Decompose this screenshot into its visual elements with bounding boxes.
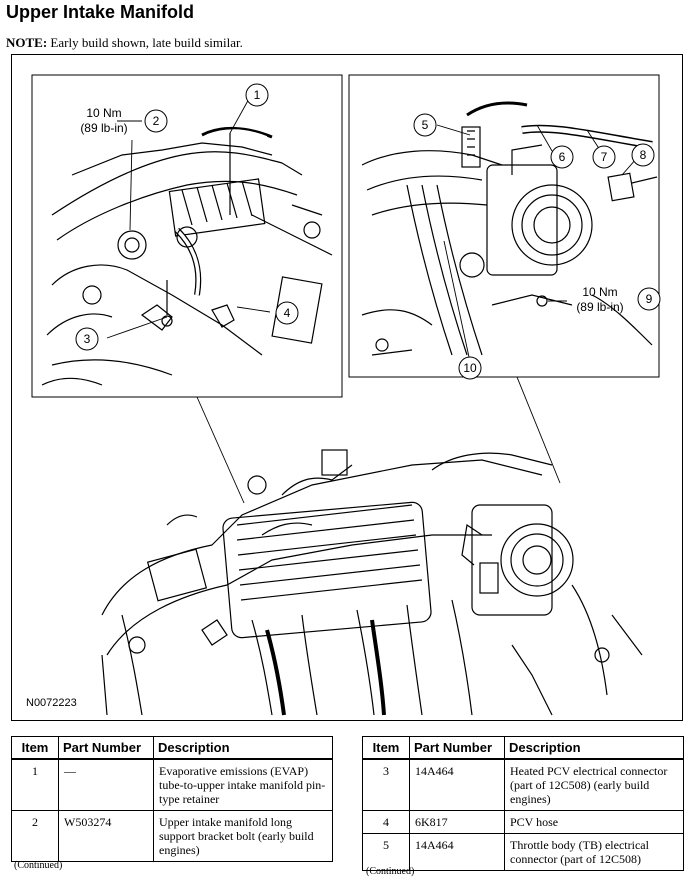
right-leader-lines [436, 124, 645, 358]
note: NOTE: Early build shown, late build simi… [6, 35, 243, 51]
svg-text:3: 3 [84, 332, 91, 346]
header-item: Item [11, 736, 59, 760]
svg-text:6: 6 [559, 150, 566, 164]
figure-id: N0072223 [26, 697, 77, 709]
callout-8: 8 [631, 143, 655, 167]
callout-4: 4 [275, 301, 299, 325]
continued-right: (Continued) [366, 866, 415, 877]
torque-labels: 10 Nm (89 lb-in) 10 Nm (89 lb-in) [80, 106, 623, 314]
exploded-view-figure: 1 2 3 4 5 6 7 8 9 10 10 Nm (89 lb-in) 10… [11, 54, 683, 721]
callout-2: 2 [144, 109, 168, 133]
cell-part-number: — [58, 758, 154, 811]
table-row: 5 14A464 Throttle body (TB) electrical c… [362, 833, 684, 871]
cell-description: PCV hose [504, 810, 684, 834]
continued-left: (Continued) [14, 860, 63, 871]
note-text: Early build shown, late build similar. [47, 35, 243, 50]
cell-item: 5 [362, 833, 410, 871]
cell-item: 1 [11, 758, 59, 811]
left-inset-box [31, 74, 343, 398]
cell-description: Heated PCV electrical connector (part of… [504, 758, 684, 811]
torque-right-line1: 10 Nm [582, 285, 617, 299]
torque-left-line2: (89 lb-in) [80, 121, 127, 135]
inset-pointer-lines [196, 376, 561, 504]
main-assembly-drawing [101, 449, 643, 716]
table-row: 2 W503274 Upper intake manifold long sup… [11, 810, 333, 862]
svg-text:1: 1 [254, 88, 261, 102]
svg-text:2: 2 [153, 114, 160, 128]
right-inset-drawing [361, 101, 658, 356]
engine-illustration: 1 2 3 4 5 6 7 8 9 10 10 Nm (89 lb-in) 10… [31, 74, 661, 716]
cell-part-number: 14A464 [409, 833, 505, 871]
cell-description: Evaporative emissions (EVAP) tube-to-upp… [153, 758, 333, 811]
parts-table-left: Item Part Number Description 1 — Evapora… [11, 736, 333, 862]
callout-7: 7 [592, 145, 616, 169]
svg-text:9: 9 [646, 292, 653, 306]
page-title: Upper Intake Manifold [6, 2, 195, 22]
left-leader-lines [106, 96, 271, 339]
callout-1: 1 [245, 83, 269, 107]
callout-6: 6 [550, 145, 574, 169]
table-row: 1 — Evaporative emissions (EVAP) tube-to… [11, 758, 333, 811]
torque-left-line1: 10 Nm [86, 106, 121, 120]
callout-markers: 1 2 3 4 5 6 7 8 9 10 [75, 83, 661, 380]
cell-description: Upper intake manifold long support brack… [153, 810, 333, 862]
cell-item: 3 [362, 758, 410, 811]
note-label: NOTE: [6, 35, 48, 50]
table-row: 3 14A464 Heated PCV electrical connector… [362, 758, 684, 811]
torque-right-line2: (89 lb-in) [576, 300, 623, 314]
header-item: Item [362, 736, 410, 760]
left-inset-drawing [41, 126, 333, 386]
callout-9: 9 [637, 287, 661, 311]
cell-item: 4 [362, 810, 410, 834]
svg-text:4: 4 [284, 306, 291, 320]
svg-text:7: 7 [601, 150, 608, 164]
cell-part-number: 14A464 [409, 758, 505, 811]
callout-5: 5 [413, 113, 437, 137]
header-description: Description [153, 736, 333, 760]
header-part-number: Part Number [58, 736, 154, 760]
svg-text:8: 8 [640, 148, 647, 162]
cell-part-number: W503274 [58, 810, 154, 862]
cell-description: Throttle body (TB) electrical connector … [504, 833, 684, 871]
parts-table-right: Item Part Number Description 3 14A464 He… [362, 736, 684, 871]
callout-3: 3 [75, 327, 99, 351]
svg-text:10: 10 [463, 361, 477, 375]
right-inset-box [348, 74, 660, 378]
svg-text:5: 5 [422, 118, 429, 132]
header-description: Description [504, 736, 684, 760]
cell-item: 2 [11, 810, 59, 862]
table-row: 4 6K817 PCV hose [362, 810, 684, 834]
callout-10: 10 [458, 356, 482, 380]
cell-part-number: 6K817 [409, 810, 505, 834]
header-part-number: Part Number [409, 736, 505, 760]
